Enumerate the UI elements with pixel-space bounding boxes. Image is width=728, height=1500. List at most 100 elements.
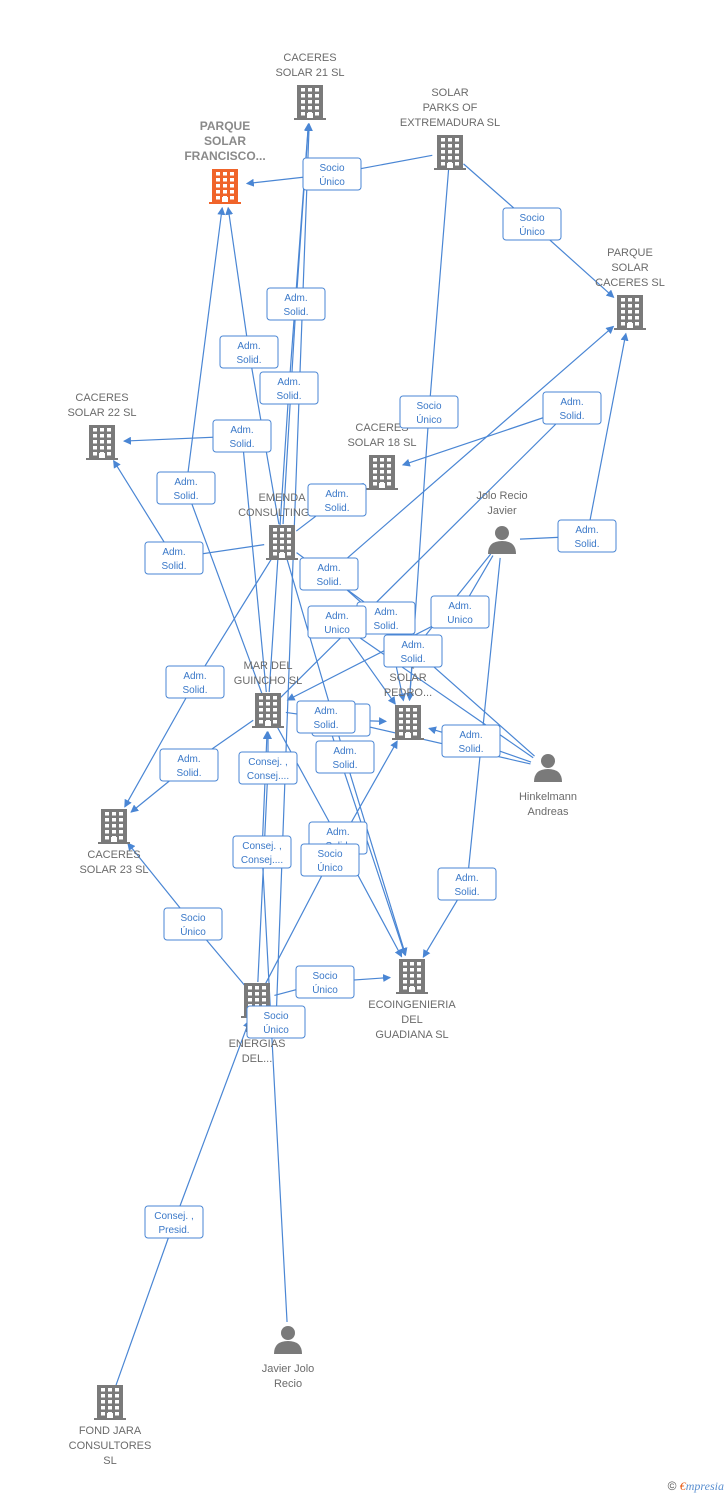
edge-label-text: Adm. [230,425,253,436]
edge-label-text: Solid. [283,307,308,318]
building-window [115,1394,119,1398]
edge-label[interactable]: Adm.Solid. [144,541,204,575]
edge-label-text: Solid. [182,685,207,696]
edge-label-box [296,700,356,734]
node-label: GUADIANA SL [375,1029,448,1041]
building-window [115,1412,119,1416]
edge-label[interactable]: Adm.Solid. [159,748,219,782]
edge-label[interactable]: Consej. ,Consej.... [238,751,298,785]
building-window [308,106,312,110]
building-base [209,202,241,204]
building-window [455,162,459,166]
edge-label[interactable]: Adm. Solid. [266,287,326,321]
building-window [273,552,277,556]
building-window [273,702,277,706]
edge-label[interactable]: Adm.Solid. [383,634,443,668]
edge-label-box [266,287,326,321]
building-window [387,476,391,480]
building-window [301,88,305,92]
edge-label-text: Socio [180,913,205,924]
edge-label-box [144,541,204,575]
edge-label[interactable]: Adm.Solid. [296,700,356,734]
building-window [230,196,234,200]
building-window [413,708,417,712]
building-base [614,328,646,330]
building-window [93,428,97,432]
empresia-brand[interactable]: © €mpresia [668,1479,724,1494]
edge-label[interactable]: Adm.Solid. [307,483,367,517]
edge-label[interactable]: Adm.Solid. [299,557,359,591]
node-parque_pedro[interactable]: PARQUESOLARPEDRO... [384,657,432,740]
building-window [112,824,116,828]
building-window [448,150,452,154]
edge-label[interactable]: Adm.Solid. [259,371,319,405]
edge-label[interactable]: Consej. ,Consej.... [232,835,292,869]
edge-label-text: Adm. [284,293,307,304]
edge-label-box [246,1005,306,1039]
edge-label[interactable]: Adm.Unico [307,605,367,639]
edge-label[interactable]: Adm.Solid. [437,867,497,901]
building-window [628,298,632,302]
edge-label[interactable]: Adm.Solid. [315,740,375,774]
building-window [406,720,410,724]
building-window [100,440,104,444]
edge-label[interactable]: Adm.Solid. [219,335,279,369]
edge-label[interactable]: Adm.Solid. [441,724,501,758]
building-icon [392,705,424,740]
building-window [107,440,111,444]
edge-label-box [299,557,359,591]
edge-label[interactable]: Adm.Solid. [542,391,602,425]
edge-label[interactable]: Adm.Solid. [557,519,617,553]
edge-label-box [159,748,219,782]
building-window [230,184,234,188]
building-window [105,836,109,840]
building-window [230,190,234,194]
edge-label[interactable]: Adm.Solid. [165,665,225,699]
building-door [627,323,633,329]
node-label: EXTREMADURA SL [400,117,500,129]
edge-label-text: Socio [416,401,441,412]
building-window [441,144,445,148]
node-parque_francisco[interactable]: PARQUESOLARFRANCISCO... [184,119,266,204]
node-label: PEDRO... [384,687,432,699]
building-window [441,156,445,160]
building-door [222,197,228,203]
edge-label-text: Socio [317,849,342,860]
building-window [380,464,384,468]
node-label: Javier Jolo [262,1363,315,1375]
edge-label-box [441,724,501,758]
edge-label-text: Adm. [459,730,482,741]
edge-label[interactable]: Adm.Unico [430,595,490,629]
edge-label-box [212,419,272,453]
building-window [273,696,277,700]
edge-label[interactable]: Adm.Solid. [212,419,272,453]
edge-label-text: Adm. [325,489,348,500]
building-window [287,546,291,550]
edge-label-text: Solid. [313,720,338,731]
building-window [315,88,319,92]
edge-label[interactable]: Adm.Solid. [156,471,216,505]
building-window [380,476,384,480]
edge-label[interactable]: Consej. ,Presid. [144,1205,204,1239]
building-window [100,428,104,432]
